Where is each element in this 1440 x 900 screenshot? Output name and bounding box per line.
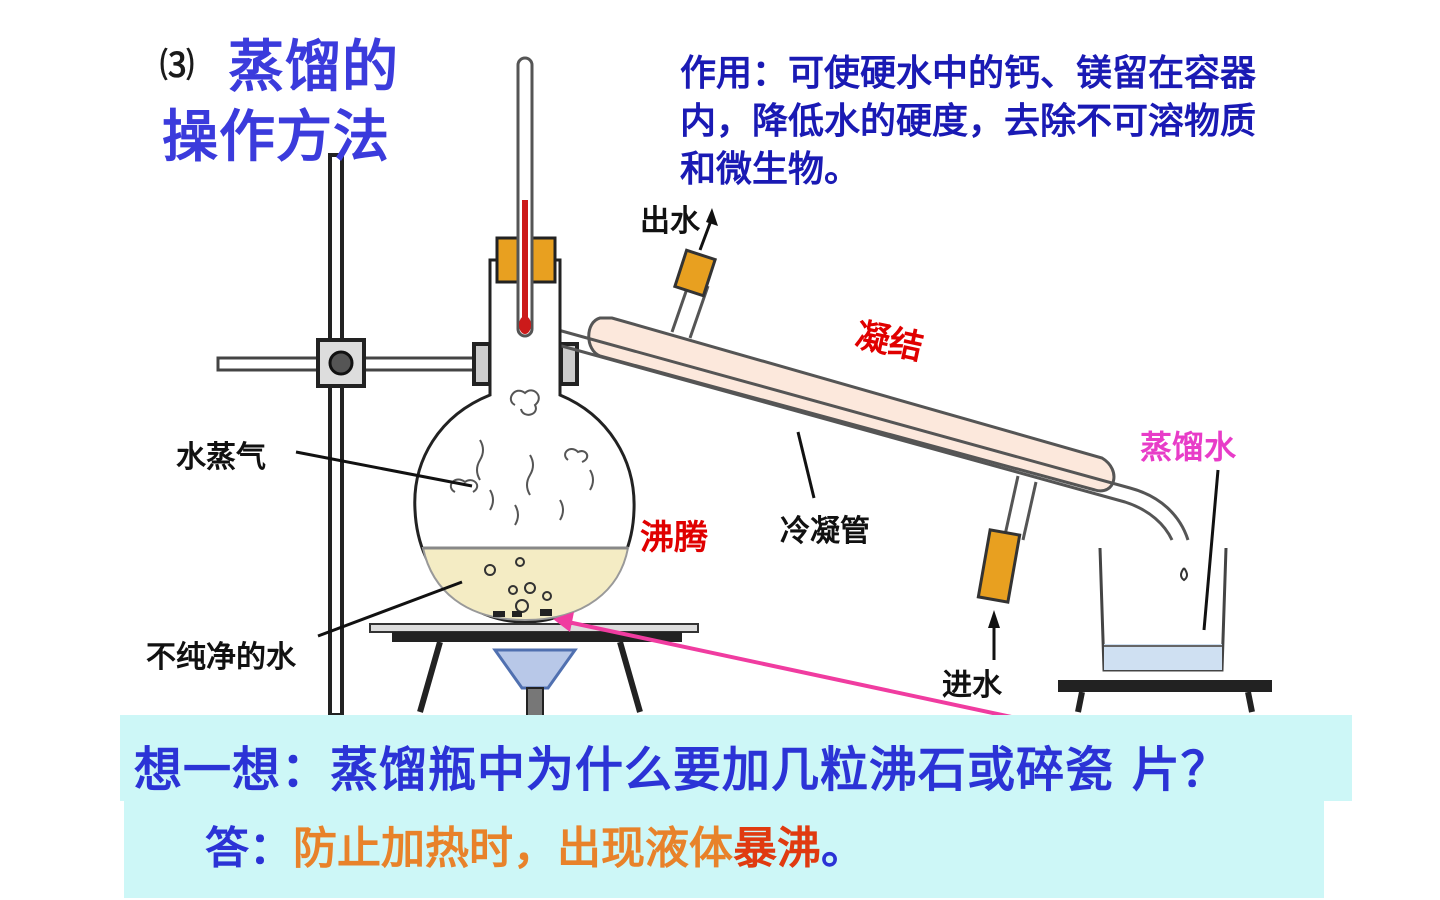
answer-box bbox=[124, 800, 1324, 898]
label-water-in: 进水 bbox=[942, 668, 1002, 703]
title-line1: 蒸馏的 bbox=[228, 35, 399, 100]
beaker bbox=[1098, 547, 1228, 672]
label-impure-water: 不纯净的水 bbox=[146, 640, 296, 675]
beaker-stand bbox=[1058, 680, 1272, 692]
label-water-vapor: 水蒸气 bbox=[176, 440, 266, 475]
purpose-text: 作用：可使硬水中的钙、镁留在容器内，降低水的硬度，去除不可溶物质和微生物。 bbox=[680, 53, 1257, 190]
question-box bbox=[120, 715, 1352, 801]
title-number: ⑶ bbox=[160, 46, 194, 86]
answer-part1: 防止加热时，出现液体 bbox=[293, 823, 733, 874]
label-water-out: 出水 bbox=[640, 204, 700, 239]
question-text: 想一想：蒸馏瓶中为什么要加几粒沸石或碎瓷 片？ bbox=[134, 742, 1230, 798]
answer-end: 。 bbox=[821, 823, 865, 874]
condenser-pointer bbox=[796, 431, 816, 499]
clamp-jaw-left bbox=[472, 342, 492, 386]
distilled-water-pointer bbox=[1202, 469, 1220, 631]
heating-plate bbox=[369, 623, 699, 633]
condenser bbox=[539, 248, 1190, 604]
label-distilled-water: 蒸馏水 bbox=[1140, 428, 1237, 466]
answer-part2: 暴沸 bbox=[733, 823, 821, 874]
answer-prefix: 答： bbox=[205, 823, 293, 874]
boiling-chip-arrow bbox=[567, 620, 1036, 724]
impure-water-pointer bbox=[317, 580, 463, 638]
label-boiling: 沸腾 bbox=[640, 518, 708, 558]
clamp-boss bbox=[316, 338, 366, 388]
label-condenser: 冷凝管 bbox=[780, 514, 870, 549]
vapor-pointer bbox=[295, 450, 473, 488]
answer-text: 答：防止加热时，出现液体暴沸。 bbox=[205, 812, 865, 876]
title-line2: 操作方法 bbox=[162, 105, 390, 170]
burner-flame bbox=[492, 648, 578, 690]
distillation-flask bbox=[413, 258, 636, 624]
thermometer bbox=[516, 56, 534, 338]
